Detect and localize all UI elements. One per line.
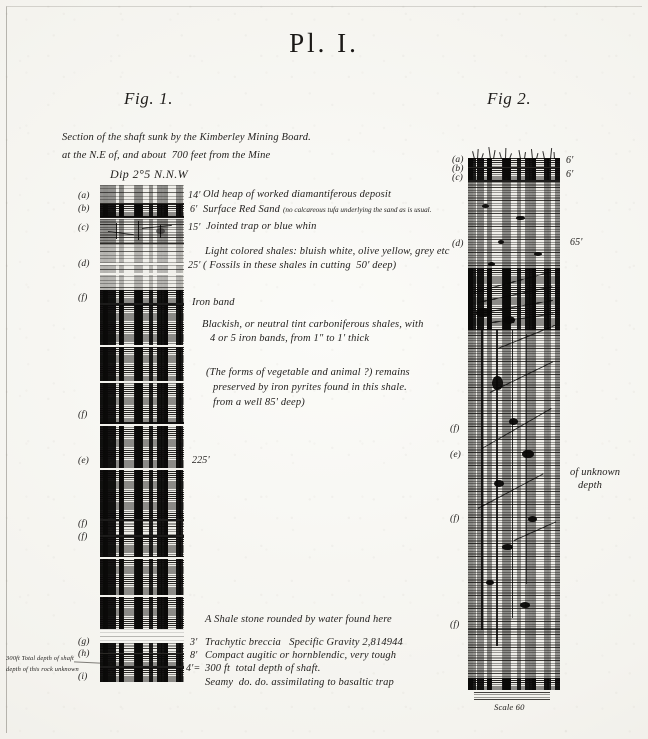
- fig1-remains-note-line-1: (The forms of vegetable and animal ?) re…: [206, 367, 410, 378]
- fig1-marker-g: (g): [78, 637, 90, 647]
- fig1-shalestone-note: A Shale stone rounded by water found her…: [205, 614, 392, 625]
- fig1-margin-note-line-1: 300ft Total depth of shaft: [6, 655, 74, 662]
- plate-title: Pl. I.: [289, 28, 359, 58]
- fig1-marker-c: (c): [78, 223, 89, 233]
- fig1-shale-note-line-1: Blackish, or neutral tint carboniferous …: [202, 319, 424, 330]
- fig1-marker-f-4: (f): [78, 532, 88, 542]
- fig1-marker-b: (b): [78, 204, 90, 214]
- fig1-seamy-note: Seamy do. do. assimilating to basaltic t…: [205, 677, 394, 688]
- fig2-marker-f-3: (f): [450, 620, 460, 630]
- fig1-desc-h: Compact augitic or hornblendic, very tou…: [205, 650, 397, 661]
- fig1-marker-i: (i): [78, 672, 88, 682]
- fig1-heading-line-1: Section of the shaft sunk by the Kimberl…: [62, 132, 311, 143]
- fig1-depth-b: 6': [190, 204, 198, 215]
- fig2-marker-f-1: (f): [450, 424, 460, 434]
- fig2-depth-top-1: 6': [566, 155, 574, 166]
- fig1-depth-i: 4'=: [186, 663, 201, 674]
- fig1-heading-line-2: at the N.E of, and about 700 feet from t…: [62, 150, 271, 161]
- fig1-desc-a: Old heap of worked diamantiferous deposi…: [203, 189, 392, 200]
- fig2-marker-f-2: (f): [450, 514, 460, 524]
- fig2-unknown-depth-line-1: of unknown: [570, 467, 621, 478]
- fig2-marker-b: (b): [452, 164, 464, 174]
- fig1-margin-note-line-2: depth of this rock unknown: [6, 666, 79, 673]
- figure-2-label: Fig 2.: [487, 89, 532, 108]
- figure-1-label: Fig. 1.: [124, 89, 174, 108]
- fig1-marker-f-2: (f): [78, 410, 88, 420]
- fig1-depth-g: 3': [190, 637, 198, 648]
- fig1-margin-leader: [73, 661, 101, 664]
- fig1-desc-g: Trachytic breccia Specific Gravity 2,814…: [205, 637, 403, 648]
- fig1-desc-i: 300 ft total depth of shaft.: [205, 663, 321, 674]
- fig1-note-b: (no calcareous tufa underlying the sand …: [283, 206, 432, 214]
- fig1-marker-f-1: (f): [78, 293, 88, 303]
- fig1-remains-note-line-3: from a well 85' deep): [213, 397, 305, 408]
- fig1-depth-a: 14': [188, 190, 201, 201]
- fig1-shale-note-line-2: 4 or 5 iron bands, from 1" to 1' thick: [210, 333, 370, 344]
- fig1-iron-band-label: Iron band: [192, 297, 235, 308]
- fig2-marker-c: (c): [452, 173, 463, 183]
- fig2-unknown-depth-line-2: depth: [578, 480, 603, 491]
- fig2-depth-d: 65': [570, 237, 583, 248]
- fig1-depth-c: 15': [188, 222, 201, 233]
- fig2-scale-label: Scale 60: [494, 702, 525, 712]
- fig1-desc-d: Light colored shales: bluish white, oliv…: [205, 246, 450, 257]
- fig2-scale-bar: [474, 692, 550, 700]
- fig2-depth-top-2: 6': [566, 169, 574, 180]
- fig1-depth-d: 25': [188, 260, 201, 271]
- fig2-marker-e: (e): [450, 450, 461, 460]
- fig1-note-d: ( Fossils in these shales in cutting 50'…: [203, 260, 397, 271]
- fig2-strata-column: [468, 158, 560, 690]
- fig1-depth-e: 225': [192, 455, 210, 466]
- fig2-surface-vegetation: [468, 146, 560, 160]
- fig1-strata-column: [100, 185, 184, 682]
- fig1-marker-h: (h): [78, 649, 90, 659]
- fig1-marker-a: (a): [78, 191, 90, 201]
- fig2-marker-a: (a): [452, 155, 464, 165]
- fig1-desc-b: Surface Red Sand: [203, 204, 281, 215]
- fig1-dip-note: Dip 2°5 N.N.W: [110, 167, 189, 181]
- fig1-desc-c: Jointed trap or blue whin: [206, 221, 317, 232]
- fig1-marker-e: (e): [78, 456, 89, 466]
- fig1-marker-d: (d): [78, 259, 90, 269]
- fig1-remains-note-line-2: preserved by iron pyrites found in this …: [213, 382, 407, 393]
- fig1-marker-f-3: (f): [78, 519, 88, 529]
- fig2-marker-d: (d): [452, 239, 464, 249]
- fig1-depth-h: 8': [190, 650, 198, 661]
